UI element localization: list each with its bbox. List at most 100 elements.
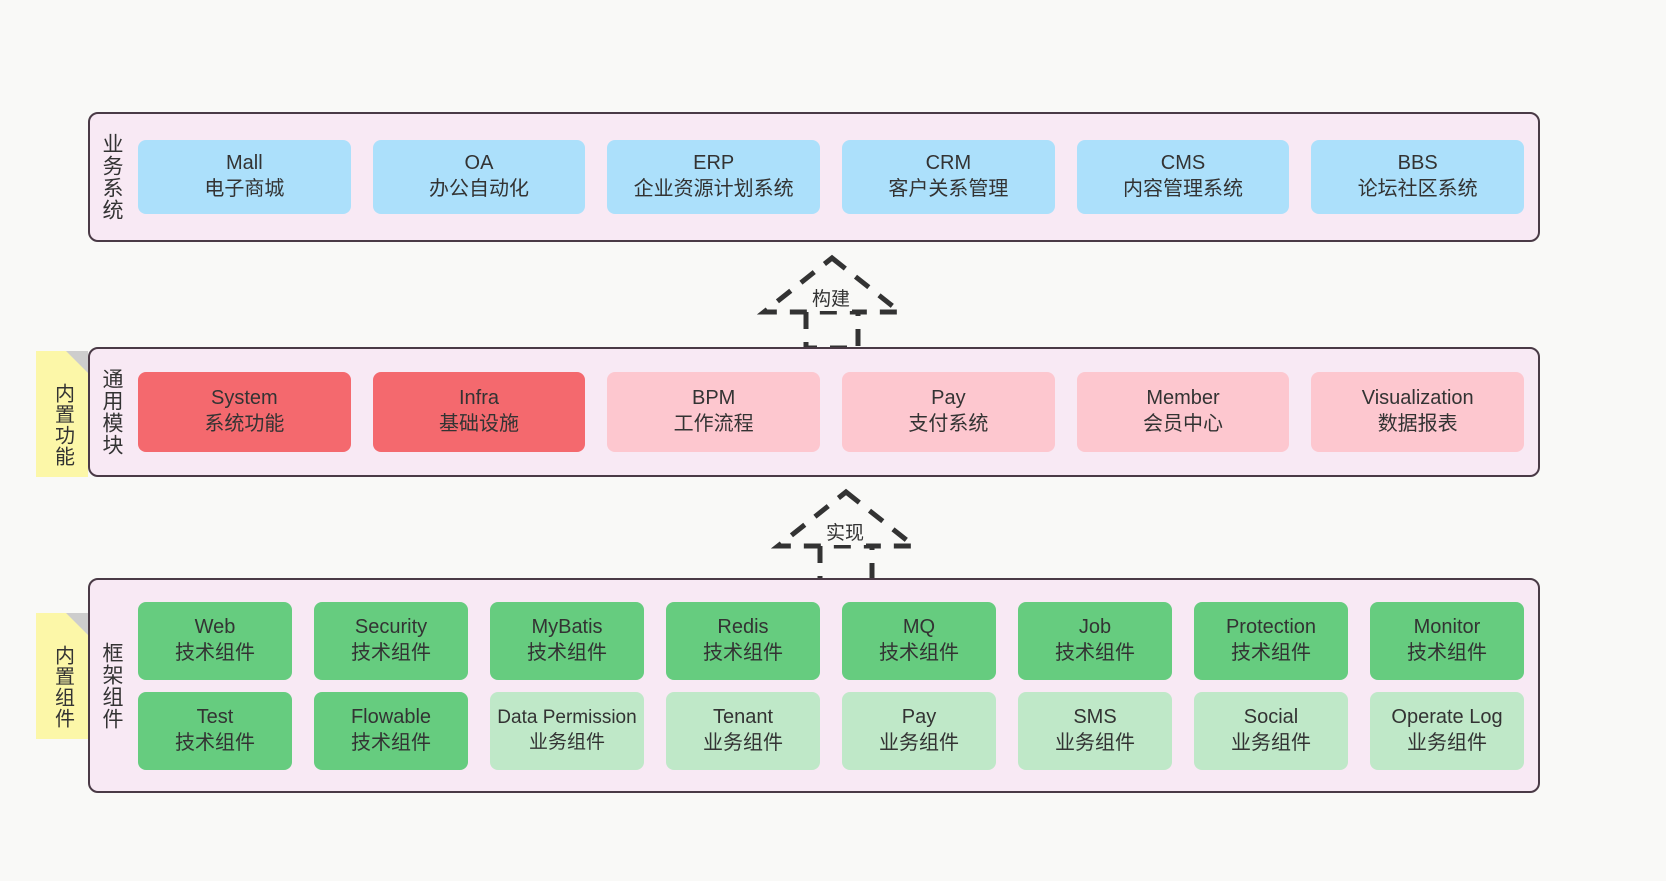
connector-implement-label: 实现 [824,518,867,545]
card-title-en: Tenant [712,705,774,728]
business-card-bbs[interactable]: BBS 论坛社区系统 [1311,140,1525,214]
card-title-cn: 技术组件 [351,731,431,754]
component-card-monitor[interactable]: Monitor 技术组件 [1370,601,1524,680]
component-card-tenant[interactable]: Tenant 业务组件 [666,691,820,770]
card-title-cn: 业务组件 [528,731,605,753]
module-card-visualization[interactable]: Visualization 数据报表 [1311,372,1525,452]
sticky-note-label: 内置功能 [51,383,74,467]
card-title-cn: 技术组件 [175,731,255,754]
layer-body-framework: Web 技术组件 Security 技术组件 MyBatis 技术组件 Redi… [132,580,1538,791]
module-card-pay[interactable]: Pay 支付系统 [842,372,1055,452]
card-title-en: Monitor [1413,615,1481,638]
card-title-cn: 技术组件 [703,641,783,664]
card-title-en: ERP [693,152,735,175]
layer-common-modules: 通用模块 System 系统功能 Infra 基础设施 BPM 工作流程 Pay… [88,347,1540,477]
layer-title-common: 通用模块 [100,368,124,456]
card-title-en: Operate Log [1391,705,1503,728]
framework-row-business: Test 技术组件 Flowable 技术组件 Data Permission … [138,691,1524,770]
card-title-cn: 技术组件 [527,641,607,664]
layer-title-business: 业务系统 [100,133,124,221]
card-title-cn: 技术组件 [1407,641,1487,664]
component-card-data-permission[interactable]: Data Permission 业务组件 [490,691,644,770]
component-card-job[interactable]: Job 技术组件 [1018,601,1172,680]
card-title-cn: 技术组件 [1231,641,1311,664]
component-card-sms[interactable]: SMS 业务组件 [1018,691,1172,770]
card-title-cn: 支付系统 [908,413,989,435]
connector-implement-arrow: 实现 [766,484,926,584]
layer-framework-components: 框架组件 Web 技术组件 Security 技术组件 MyBatis 技术组件… [88,578,1540,793]
business-card-crm[interactable]: CRM 客户关系管理 [842,140,1055,214]
card-title-cn: 工作流程 [673,413,754,435]
business-row: Mall 电子商城 OA 办公自动化 ERP 企业资源计划系统 CRM 客户关系… [138,140,1525,214]
card-title-en: OA [464,152,494,175]
card-title-cn: 技术组件 [1055,641,1135,664]
card-title-cn: 业务组件 [1407,731,1487,754]
business-card-erp[interactable]: ERP 企业资源计划系统 [607,140,821,214]
sticky-fold-icon [66,351,88,373]
component-card-flowable[interactable]: Flowable 技术组件 [314,691,468,770]
business-card-cms[interactable]: CMS 内容管理系统 [1076,140,1290,214]
card-title-cn: 电子商城 [204,178,285,200]
component-card-protection[interactable]: Protection 技术组件 [1194,601,1348,680]
card-title-en: Pay [901,705,937,728]
component-card-operate-log[interactable]: Operate Log 业务组件 [1370,691,1524,770]
card-title-cn: 技术组件 [879,641,959,664]
component-card-pay[interactable]: Pay 业务组件 [842,691,996,770]
module-card-infra[interactable]: Infra 基础设施 [372,372,586,452]
sticky-fold-icon [66,613,88,635]
business-card-oa[interactable]: OA 办公自动化 [372,140,586,214]
card-title-cn: 系统功能 [204,413,285,435]
card-title-cn: 会员中心 [1143,413,1224,435]
component-card-social[interactable]: Social 业务组件 [1194,691,1348,770]
connector-build-label: 构建 [810,284,853,311]
layer-body-common: System 系统功能 Infra 基础设施 BPM 工作流程 Pay 支付系统… [132,349,1538,475]
card-title-cn: 企业资源计划系统 [633,178,794,200]
card-title-en: SMS [1073,705,1117,728]
card-title-en: Web [194,615,236,638]
layer-body-business: Mall 电子商城 OA 办公自动化 ERP 企业资源计划系统 CRM 客户关系… [132,114,1538,240]
sticky-note-label: 内置组件 [51,645,74,729]
layer-title-framework: 框架组件 [100,641,124,730]
card-title-en: MyBatis [531,615,603,638]
card-title-cn: 技术组件 [351,641,431,664]
card-title-en: Social [1243,705,1299,728]
card-title-en: Protection [1225,615,1317,638]
card-title-cn: 论坛社区系统 [1357,178,1478,200]
card-title-cn: 业务组件 [1231,731,1311,754]
card-title-en: Visualization [1361,387,1474,410]
component-card-mybatis[interactable]: MyBatis 技术组件 [490,601,644,680]
sticky-note-builtin-components: 内置组件 [36,613,88,739]
module-card-member[interactable]: Member 会员中心 [1076,372,1290,452]
card-title-en: Infra [458,387,500,410]
card-title-cn: 技术组件 [175,641,255,664]
module-card-system[interactable]: System 系统功能 [138,372,351,452]
component-card-test[interactable]: Test 技术组件 [138,691,292,770]
layer-business-systems: 业务系统 Mall 电子商城 OA 办公自动化 ERP 企业资源计划系统 CRM… [88,112,1540,242]
card-title-en: Mall [226,152,263,175]
component-card-mq[interactable]: MQ 技术组件 [842,601,996,680]
component-card-security[interactable]: Security 技术组件 [314,601,468,680]
card-title-en: CRM [925,152,972,175]
module-card-bpm[interactable]: BPM 工作流程 [607,372,821,452]
card-title-cn: 客户关系管理 [888,178,1009,200]
card-title-cn: 内容管理系统 [1123,178,1244,200]
card-title-en: Data Permission [497,707,637,729]
card-title-en: BPM [692,387,736,410]
component-card-web[interactable]: Web 技术组件 [138,601,292,680]
component-card-redis[interactable]: Redis 技术组件 [666,601,820,680]
card-title-en: Redis [717,615,769,638]
card-title-en: Member [1146,387,1220,410]
framework-row-tech: Web 技术组件 Security 技术组件 MyBatis 技术组件 Redi… [138,601,1524,680]
card-title-en: Flowable [350,705,432,728]
card-title-cn: 业务组件 [1055,731,1135,754]
sticky-note-builtin-features: 内置功能 [36,351,88,477]
card-title-en: CMS [1160,152,1206,175]
card-title-cn: 办公自动化 [429,178,529,200]
card-title-en: BBS [1397,152,1438,175]
business-card-mall[interactable]: Mall 电子商城 [138,140,351,214]
card-title-en: MQ [902,615,936,638]
card-title-en: System [210,387,278,410]
card-title-cn: 基础设施 [439,413,519,435]
card-title-en: Test [196,705,234,728]
common-row: System 系统功能 Infra 基础设施 BPM 工作流程 Pay 支付系统… [138,372,1525,452]
